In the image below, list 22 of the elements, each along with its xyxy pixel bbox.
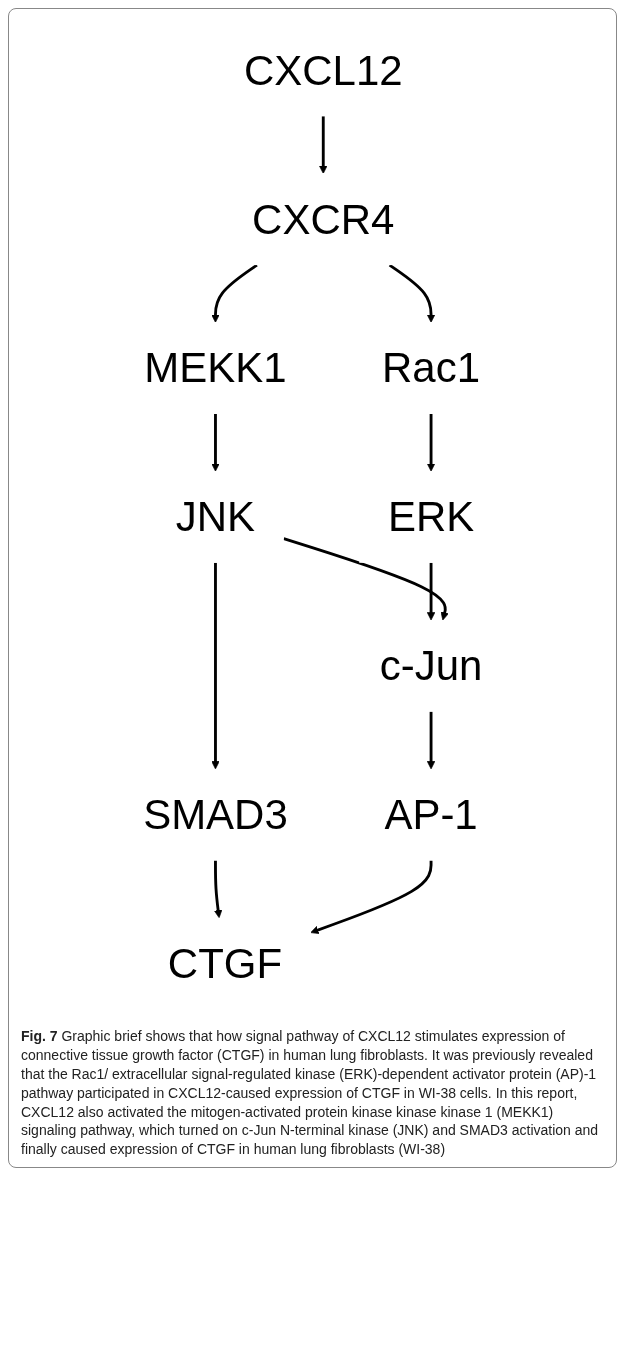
node-text: Rac1 <box>381 344 480 392</box>
node-text: SMAD3 <box>142 790 288 838</box>
node-text: JNK <box>175 493 255 540</box>
arrow <box>426 562 435 621</box>
node-text: CTGF <box>167 939 282 987</box>
arrow <box>213 860 223 919</box>
arrow <box>211 263 258 323</box>
arrow <box>426 711 435 770</box>
arrow <box>318 116 328 174</box>
arrow <box>283 537 449 621</box>
arrow <box>426 413 435 472</box>
node-text: AP-1 <box>384 790 478 838</box>
node-text: CXCR4 <box>251 195 395 243</box>
arrow <box>388 263 435 323</box>
node-text: MEKK1 <box>144 344 287 392</box>
node-text: CXCL12 <box>243 46 403 94</box>
node-text: ERK <box>387 493 474 540</box>
figure-caption: Fig. 7 Graphic brief shows that how signal pathway of CXCL12 stimulates expression of connective tissue growth factor (CTGF) in human lung fibroblasts. It was previously revealed that the Rac1/ extracellular signal-regulated kinase (ERK)-dependent activator protein (AP)-1 pathway participated in CXCL12-caused expression of CTGF in WI-38 cells. In this report, CXCL12 also activated the mitogen-activated protein kinase kinase kinase 1 (MEKK1) signaling pathway, which turned on c-Jun N-terminal kinase (JNK) and SMAD3 activation and finally caused expression of CTGF in human lung fibroblasts (WI-38) <box>21 1027 600 1160</box>
arrow <box>211 413 220 472</box>
arrow <box>211 562 220 770</box>
node-text: c-Jun <box>379 642 483 689</box>
arrow <box>310 860 433 934</box>
